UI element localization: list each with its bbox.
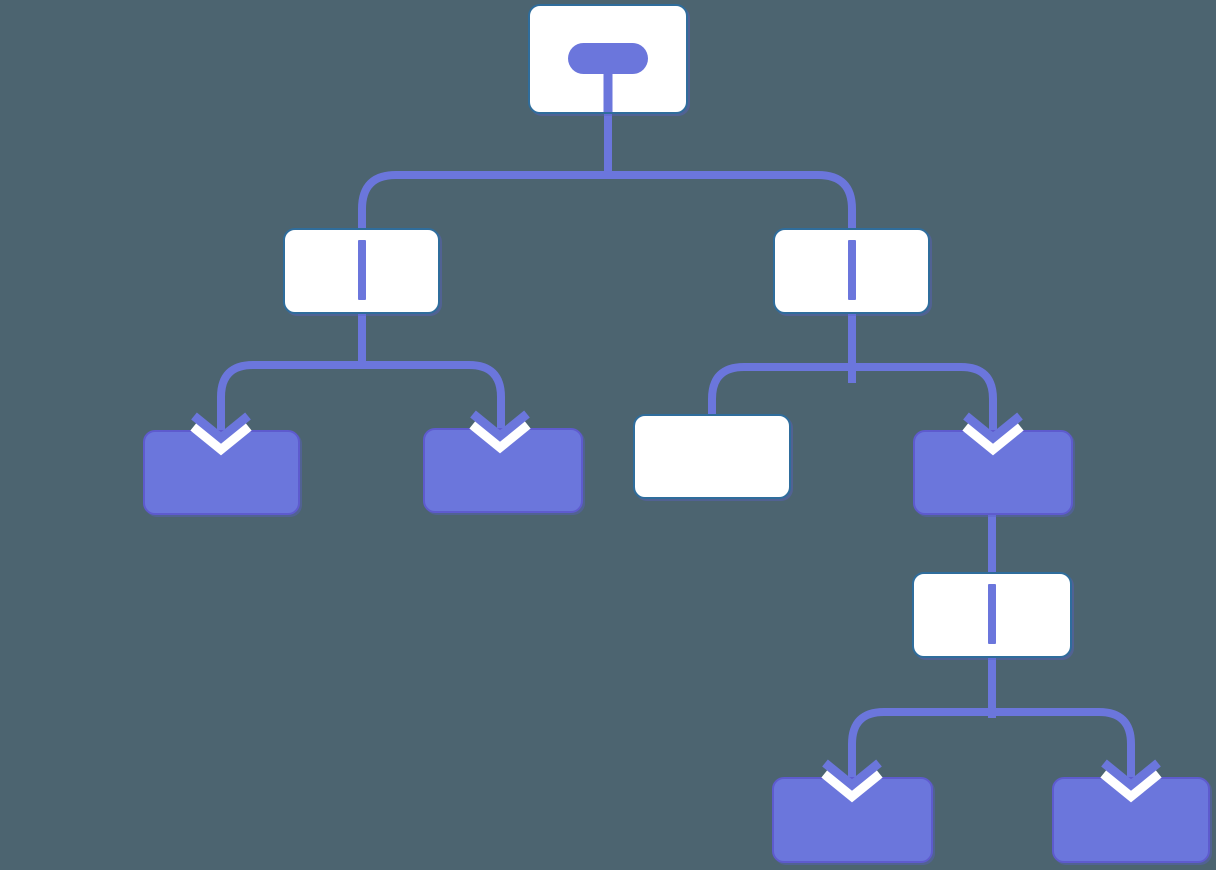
- pill-stem-icon: [603, 70, 613, 112]
- leaf-node-1: [143, 430, 300, 515]
- branch-node-right: [773, 228, 930, 314]
- edge-left-branches: [217, 361, 505, 437]
- edge-lower-branches: [848, 708, 1135, 784]
- leaf-node-4: [772, 777, 933, 863]
- vertical-bar-icon: [988, 584, 996, 644]
- pill-with-stem-icon: [568, 43, 648, 74]
- leaf-node-5: [1052, 777, 1210, 863]
- leaf-node-2: [423, 428, 583, 513]
- vertical-bar-icon: [847, 240, 856, 300]
- plain-node: [633, 414, 791, 499]
- vertical-bar-icon: [357, 240, 366, 300]
- leaf-node-3: [913, 430, 1073, 515]
- branch-node-left: [283, 228, 440, 314]
- edge-right-branches: [708, 363, 997, 437]
- root-node: [528, 4, 688, 114]
- edge-root-branches: [358, 171, 856, 232]
- branch-node-lower: [912, 572, 1072, 658]
